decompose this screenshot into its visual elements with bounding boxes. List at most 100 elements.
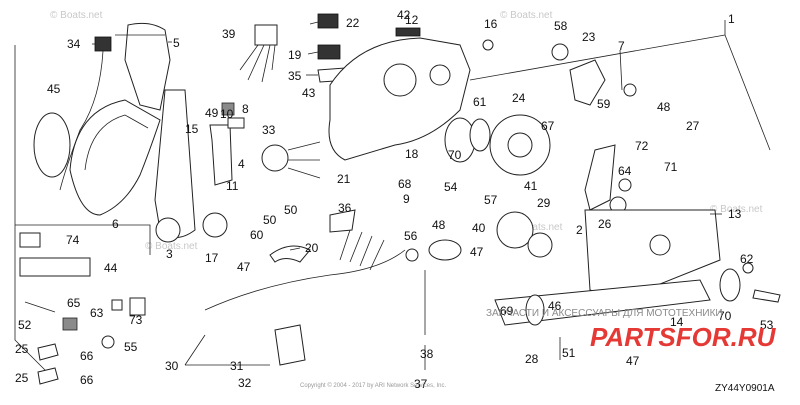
- callout-66b: 66: [80, 373, 94, 387]
- ignition-switch-part: [261, 144, 289, 172]
- callout-25: 25: [15, 342, 29, 356]
- callout-33: 33: [262, 123, 276, 137]
- callout-52: 52: [18, 318, 32, 332]
- callout-67: 67: [541, 119, 555, 133]
- callout-5: 5: [173, 36, 180, 50]
- callout-2: 2: [576, 223, 583, 237]
- callout-54: 54: [444, 180, 458, 194]
- callout-35: 35: [288, 69, 302, 83]
- callout-48a: 48: [657, 100, 671, 114]
- callout-31: 31: [230, 359, 244, 373]
- callout-47a: 47: [237, 260, 251, 274]
- label-part: [19, 232, 41, 248]
- callout-6: 6: [112, 217, 119, 231]
- label-part: [19, 257, 91, 277]
- callout-49: 49: [205, 106, 219, 120]
- diagram-code: ZY44Y0901A: [715, 383, 775, 394]
- frame-left: [14, 45, 56, 381]
- callout-72: 72: [635, 139, 649, 153]
- callout-60: 60: [250, 228, 264, 242]
- o-ring-part: [33, 112, 71, 178]
- callout-74: 74: [66, 233, 80, 247]
- callout-30: 30: [165, 359, 179, 373]
- callout-labels: 1 2 3 4 5 6 7 8 9 10 11 12 13 14 15 16 1…: [15, 8, 774, 391]
- clip-part: [329, 209, 356, 233]
- callout-26: 26: [598, 217, 612, 231]
- bracket-part: [209, 124, 233, 186]
- grommet-part: [317, 44, 341, 60]
- callout-10: 10: [220, 107, 234, 121]
- callout-38: 38: [420, 347, 434, 361]
- callout-9: 9: [403, 192, 410, 206]
- gear-part: [569, 59, 606, 106]
- callout-55: 55: [124, 340, 138, 354]
- drawing: [19, 13, 781, 385]
- callout-21: 21: [337, 172, 351, 186]
- callout-61: 61: [473, 95, 487, 109]
- callout-42: 42: [397, 8, 411, 22]
- callout-32: 32: [238, 376, 252, 390]
- callout-48b: 48: [432, 218, 446, 232]
- callout-50a: 50: [284, 203, 298, 217]
- callout-56: 56: [404, 229, 418, 243]
- label-part: [395, 27, 421, 37]
- callout-1: 1: [728, 12, 735, 26]
- bolt-part: [752, 289, 781, 303]
- cover-plate-part: [494, 279, 711, 326]
- watermarks: © Boats.net © Boats.net © Boats.net © Bo…: [50, 10, 763, 252]
- callout-28: 28: [525, 352, 539, 366]
- callout-22: 22: [346, 16, 360, 30]
- buzzer-part: [202, 212, 228, 238]
- callout-73: 73: [129, 313, 143, 327]
- callout-19: 19: [288, 48, 302, 62]
- callout-40: 40: [472, 221, 486, 235]
- callout-46: 46: [548, 299, 562, 313]
- watermark-text: © Boats.net: [510, 222, 563, 233]
- callout-16: 16: [484, 17, 498, 31]
- callout-70a: 70: [448, 148, 462, 162]
- callout-27: 27: [686, 119, 700, 133]
- callout-14: 14: [670, 315, 684, 329]
- callout-47c: 47: [626, 354, 640, 368]
- connector-part: [254, 24, 278, 46]
- callout-44: 44: [104, 261, 118, 275]
- callout-47b: 47: [470, 245, 484, 259]
- frame-inset: [15, 224, 151, 255]
- callout-29: 29: [537, 196, 551, 210]
- arm-part: [154, 89, 196, 238]
- callout-41: 41: [524, 179, 538, 193]
- callout-20: 20: [305, 241, 319, 255]
- watermark-text: © Boats.net: [50, 10, 103, 21]
- callout-18: 18: [405, 147, 419, 161]
- callout-34: 34: [67, 37, 81, 51]
- callout-45: 45: [47, 82, 61, 96]
- callout-66a: 66: [80, 349, 94, 363]
- callout-39: 39: [222, 27, 236, 41]
- cover-part: [69, 99, 161, 216]
- callout-53: 53: [760, 318, 774, 332]
- callout-65: 65: [67, 296, 81, 310]
- callout-15: 15: [185, 122, 199, 136]
- coupler-part: [274, 324, 306, 366]
- callout-13: 13: [728, 207, 742, 221]
- callout-3: 3: [166, 247, 173, 261]
- overlay-tagline: ЗАПЧАСТИ И АКСЕССУАРЫ ДЛЯ МОТОТЕХНИКИ: [486, 308, 723, 319]
- leader-lines: [92, 20, 771, 370]
- callout-11: 11: [226, 179, 239, 193]
- callout-64: 64: [618, 164, 632, 178]
- callout-8: 8: [242, 102, 249, 116]
- callout-58: 58: [554, 19, 568, 33]
- callout-4: 4: [238, 157, 245, 171]
- callout-23: 23: [582, 30, 596, 44]
- screw-part: [482, 39, 494, 51]
- callout-70b: 70: [718, 309, 732, 323]
- callout-69: 69: [500, 304, 514, 318]
- cap-part: [317, 13, 339, 29]
- callout-50b: 50: [263, 213, 277, 227]
- switch-part: [94, 36, 112, 52]
- callout-68: 68: [398, 177, 412, 191]
- watermark-text: © Boats.net: [710, 204, 763, 215]
- watermark-text: © Boats.net: [145, 241, 198, 252]
- side-plate-part: [584, 209, 721, 301]
